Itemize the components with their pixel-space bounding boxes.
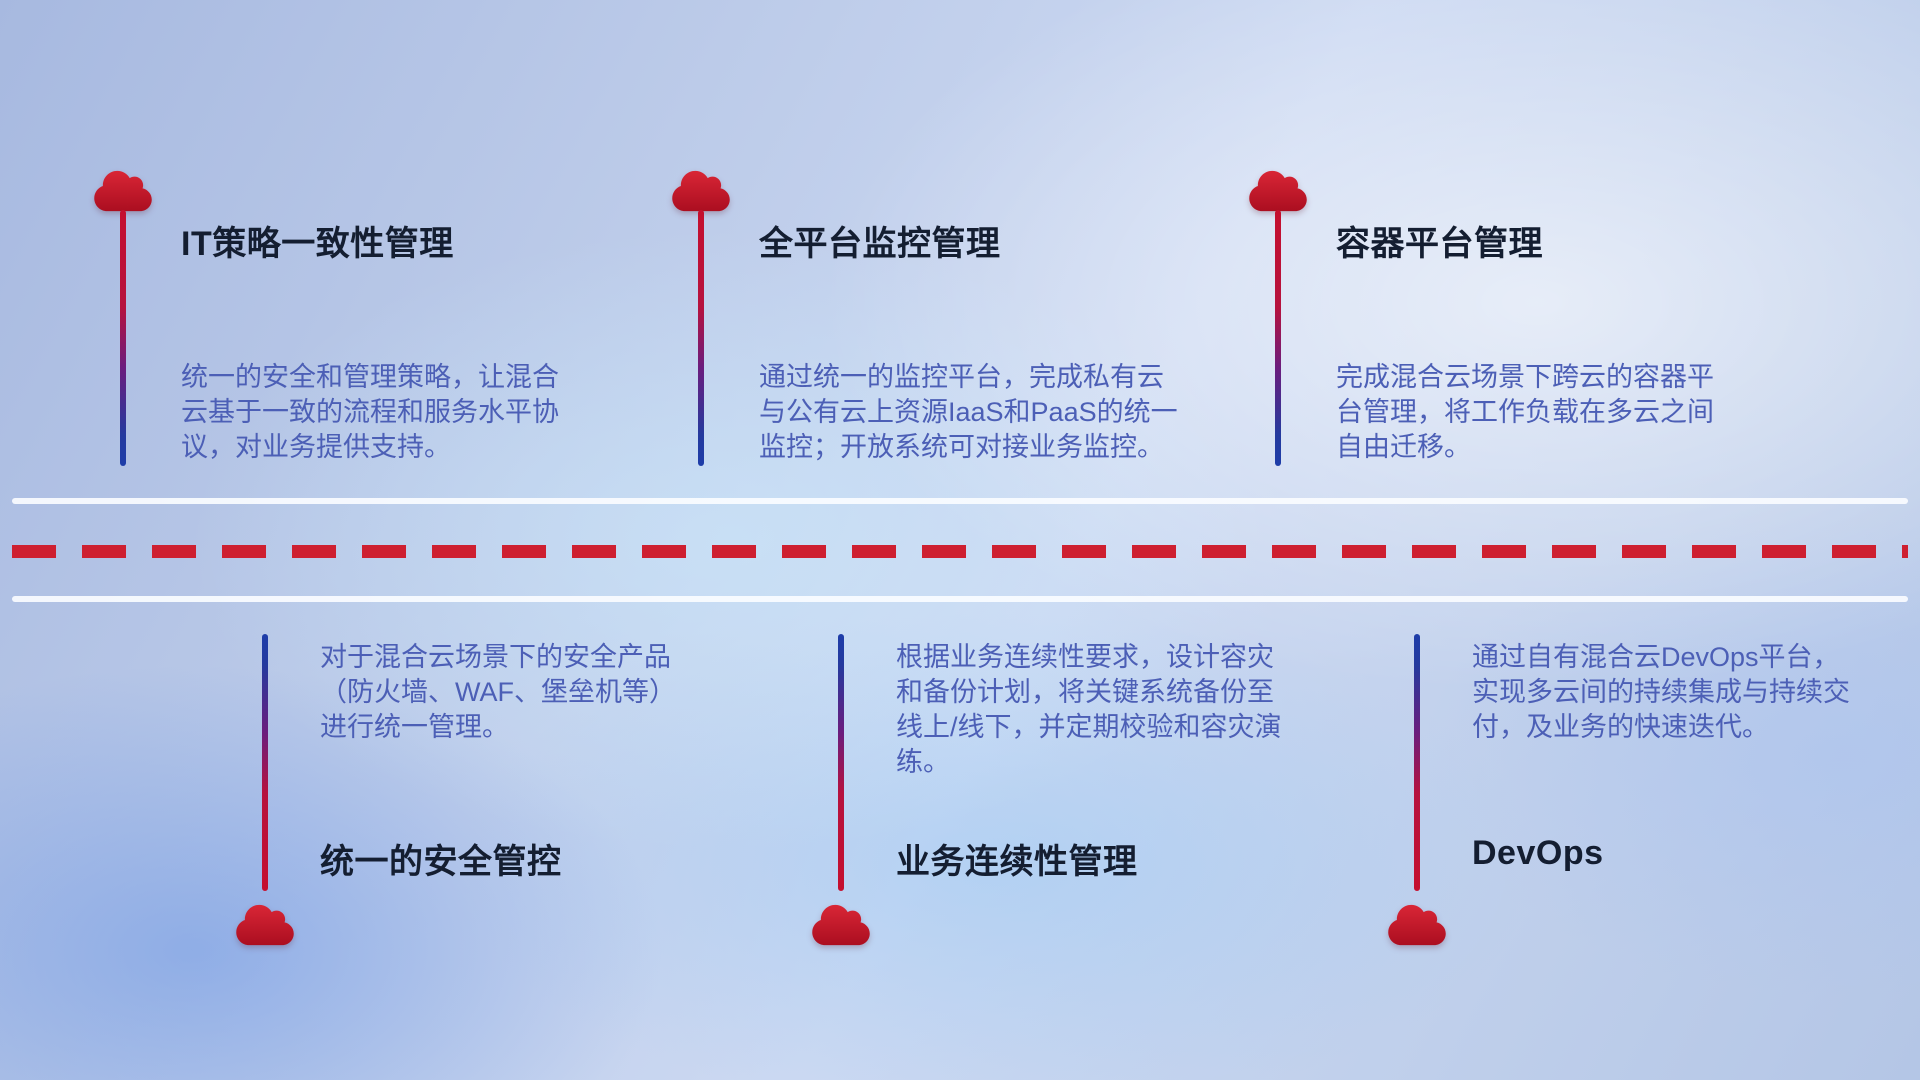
- feature-description: 通过自有混合云DevOps平台，实现多云间的持续集成与持续交付，及业务的快速迭代…: [1472, 642, 1850, 742]
- cloud-icon: [672, 168, 730, 214]
- cloud-icon: [812, 902, 870, 948]
- feature-description: 完成混合云场景下跨云的容器平台管理，将工作负载在多云之间自由迁移。: [1336, 362, 1714, 462]
- feature-security-control: 对于混合云场景下的安全产品（防火墙、WAF、堡垒机等）进行统一管理。 统一的安全…: [236, 634, 796, 954]
- feature-it-policy: IT策略一致性管理 统一的安全和管理策略，让混合云基于一致的流程和服务水平协议，…: [94, 168, 654, 498]
- feature-title: 业务连续性管理: [896, 843, 1138, 881]
- connector-line: [120, 210, 126, 466]
- connector-line: [1275, 210, 1281, 466]
- feature-description: 通过统一的监控平台，完成私有云与公有云上资源IaaS和PaaS的统一监控；开放系…: [759, 362, 1178, 462]
- feature-title: IT策略一致性管理: [181, 225, 454, 263]
- feature-title: 统一的安全管控: [320, 843, 562, 881]
- feature-description: 对于混合云场景下的安全产品（防火墙、WAF、堡垒机等）进行统一管理。: [320, 642, 676, 742]
- feature-description: 统一的安全和管理策略，让混合云基于一致的流程和服务水平协议，对业务提供支持。: [181, 362, 559, 462]
- feature-monitoring: 全平台监控管理 通过统一的监控平台，完成私有云与公有云上资源IaaS和PaaS的…: [672, 168, 1232, 498]
- cloud-icon: [94, 168, 152, 214]
- feature-container-platform: 容器平台管理 完成混合云场景下跨云的容器平台管理，将工作负载在多云之间自由迁移。: [1249, 168, 1809, 498]
- feature-devops: 通过自有混合云DevOps平台，实现多云间的持续集成与持续交付，及业务的快速迭代…: [1388, 634, 1920, 954]
- feature-title: DevOps: [1472, 834, 1604, 872]
- cloud-icon: [1249, 168, 1307, 214]
- cloud-icon: [236, 902, 294, 948]
- connector-line: [838, 634, 844, 891]
- timeline-line-bottom: [12, 596, 1908, 602]
- timeline-dashed-line: [12, 545, 1908, 558]
- cloud-icon: [1388, 902, 1446, 948]
- connector-line: [698, 210, 704, 466]
- feature-title: 容器平台管理: [1336, 225, 1543, 263]
- feature-business-continuity: 根据业务连续性要求，设计容灾和备份计划，将关键系统备份至线上/线下，并定期校验和…: [812, 634, 1372, 954]
- feature-description: 根据业务连续性要求，设计容灾和备份计划，将关键系统备份至线上/线下，并定期校验和…: [896, 642, 1282, 777]
- feature-title: 全平台监控管理: [759, 225, 1001, 263]
- connector-line: [1414, 634, 1420, 891]
- connector-line: [262, 634, 268, 891]
- timeline-line-top: [12, 498, 1908, 504]
